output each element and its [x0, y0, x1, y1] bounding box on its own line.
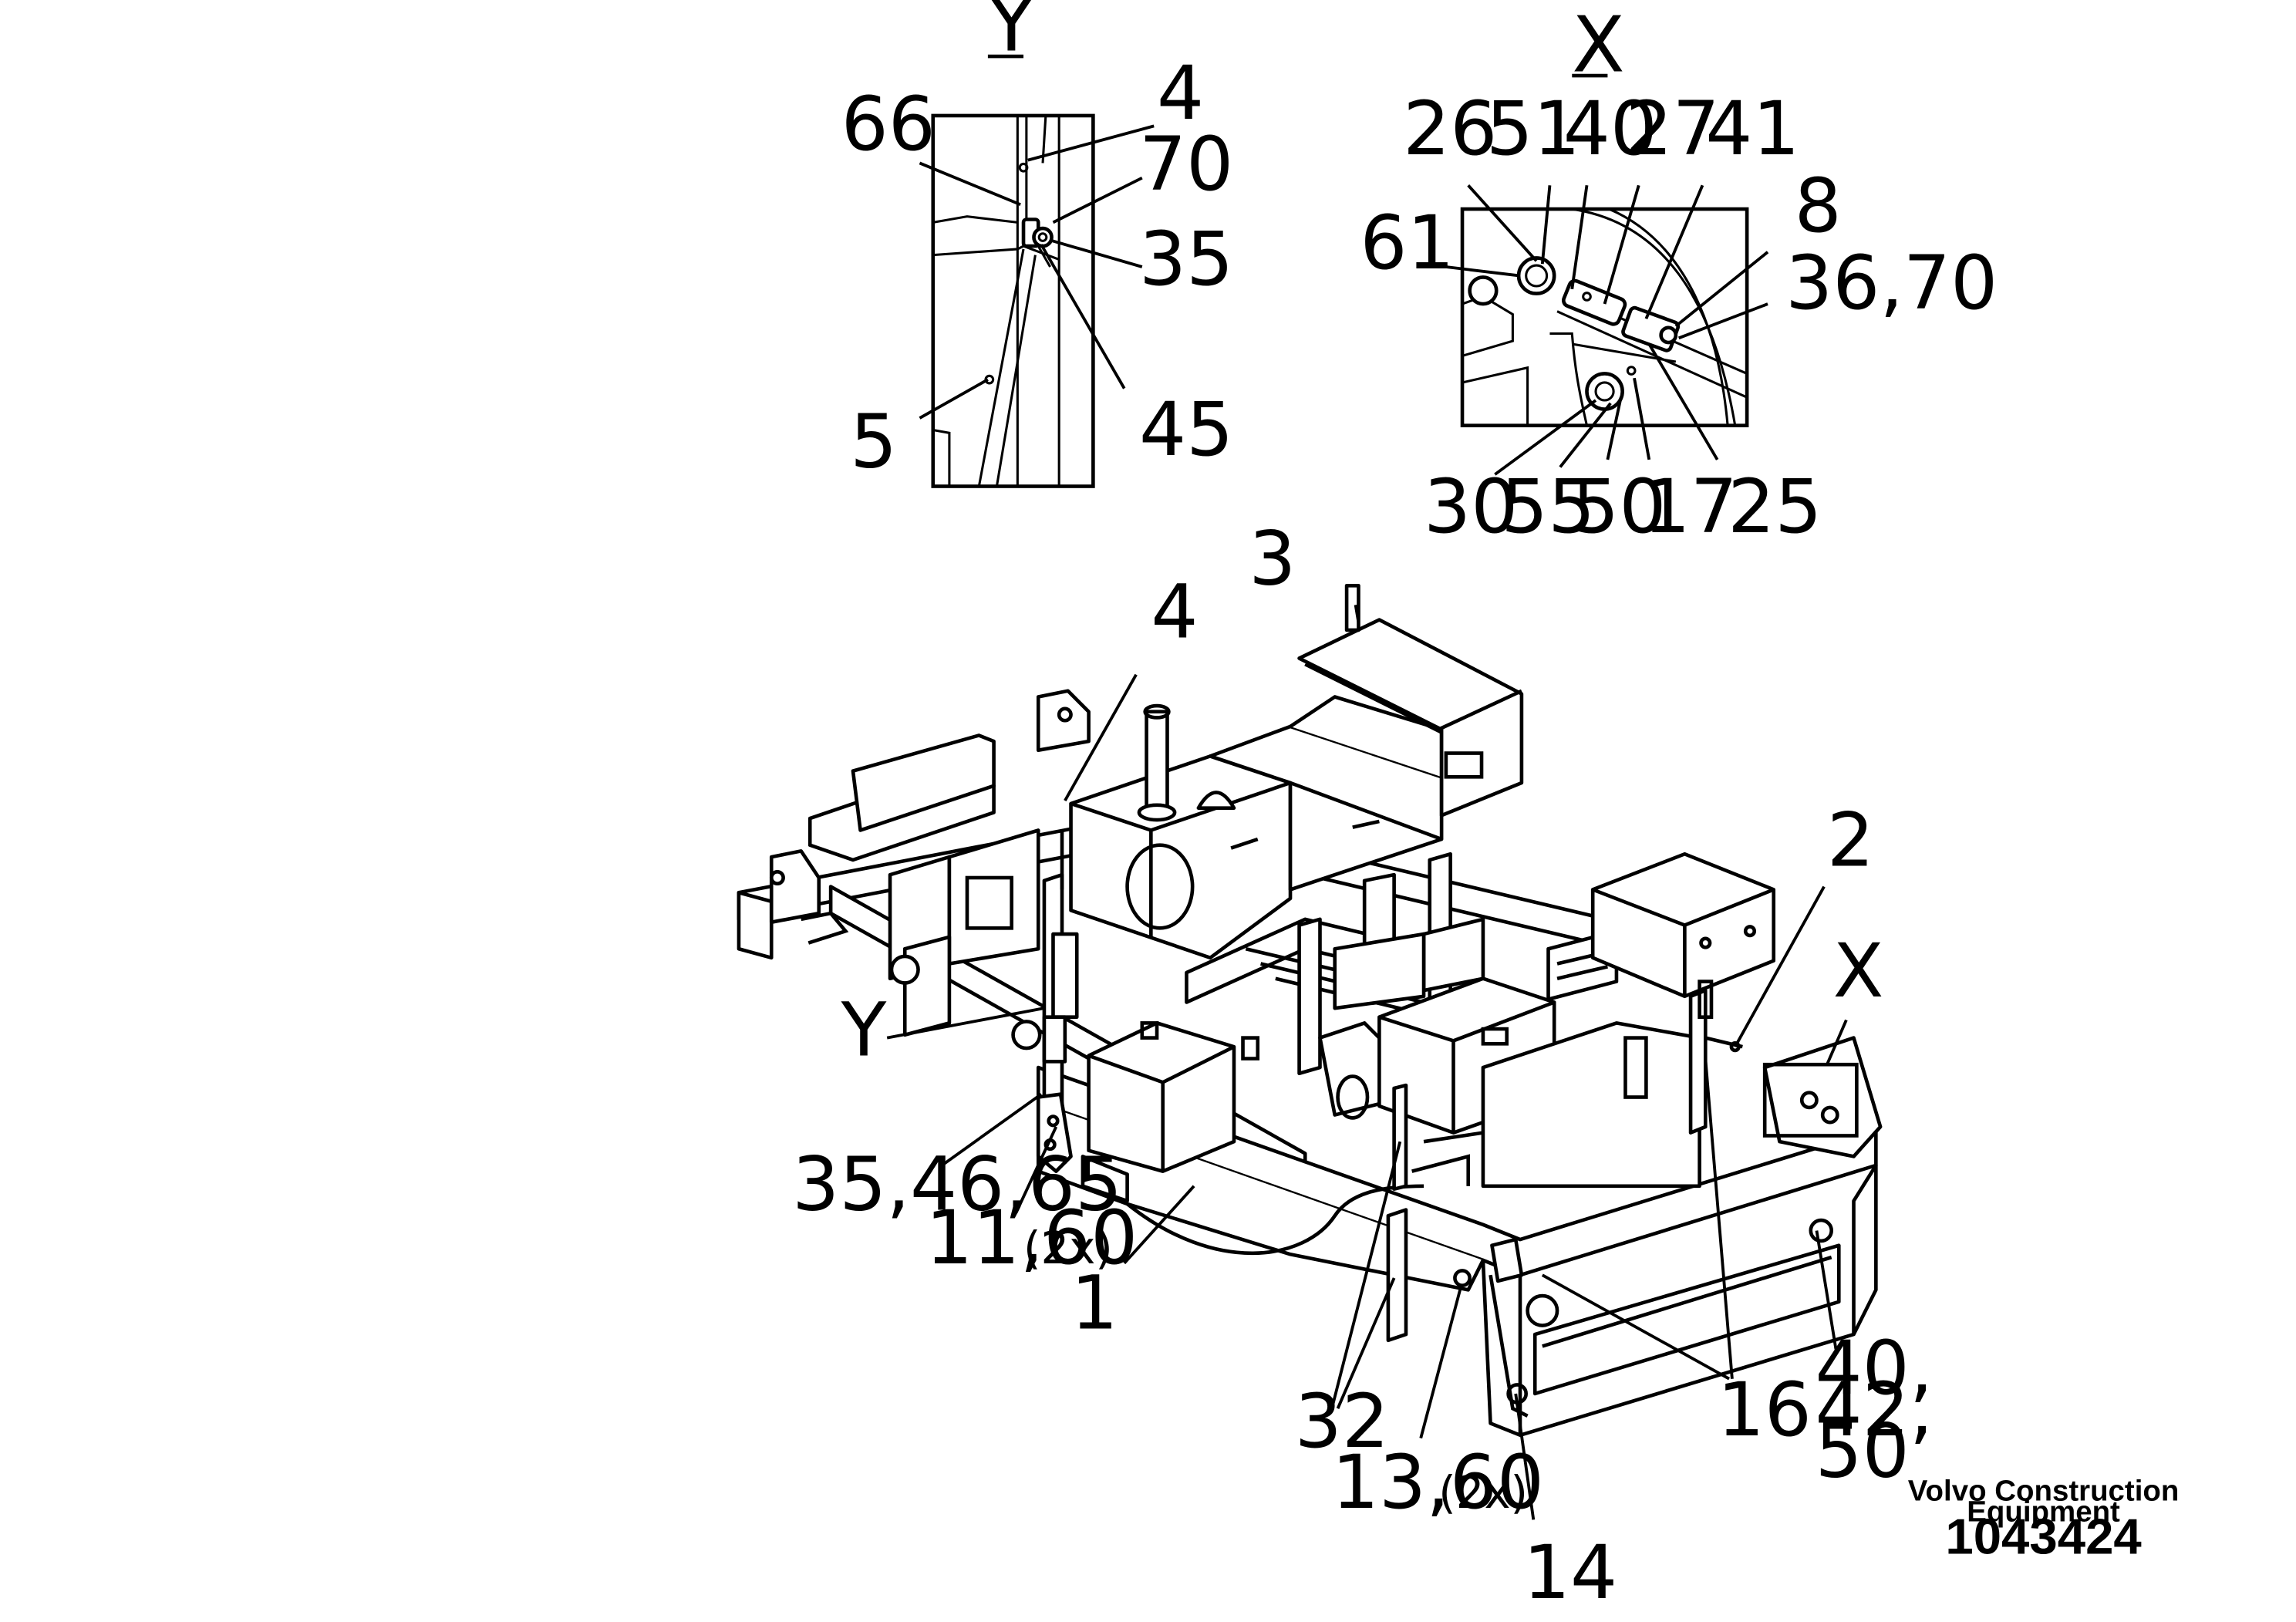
- callout-y-45: 45: [1139, 386, 1233, 473]
- callout-main-x: X: [1833, 928, 1884, 1014]
- callout-x-40: 40: [1563, 86, 1657, 172]
- drawing-number: 1043424: [1945, 1509, 2141, 1565]
- callout-main-1: 1: [1071, 1259, 1118, 1346]
- callout-main-35-46-65: 35,46,65: [792, 1141, 1122, 1228]
- detail-x-marker-frame: [1762, 1062, 1859, 1138]
- callout-x-27: 27: [1625, 86, 1719, 172]
- callout-y-35: 35: [1139, 216, 1233, 302]
- center-cross-members: [1185, 851, 1485, 1076]
- callout-main-4: 4: [1151, 569, 1198, 656]
- callout-main-11-60-qty: (2x): [1023, 1222, 1113, 1274]
- callout-main-y: Y: [841, 987, 887, 1074]
- callout-y-4: 4: [1157, 50, 1204, 137]
- callout-x-26: 26: [1403, 86, 1497, 172]
- callout-main-40: 40,: [1816, 1325, 1934, 1411]
- callout-main-32: 32: [1295, 1378, 1389, 1465]
- callout-x-61: 61: [1360, 200, 1454, 286]
- view-y-title: Y: [987, 0, 1036, 69]
- view-y-leaders: [919, 124, 1155, 420]
- view-y-frame: [931, 113, 1095, 488]
- tank-assembly: [1069, 584, 1524, 960]
- callout-x-51: 51: [1486, 86, 1580, 172]
- main-assembly: 3 4 2 X Y 35,46,65 11,60 (2x) 1 32 13,60…: [737, 515, 1934, 1616]
- callout-main-3: 3: [1249, 515, 1296, 602]
- footer-block: Volvo Construction Equipment 1043424: [1908, 1474, 2180, 1564]
- view-x-leaders: [1445, 184, 1769, 476]
- callout-main-13-60-qty: (2x): [1438, 1466, 1528, 1519]
- callout-main-2: 2: [1827, 798, 1874, 884]
- callout-main-42: 42,: [1816, 1367, 1934, 1453]
- callout-y-66: 66: [841, 81, 936, 167]
- callout-main-11-60: 11,60: [925, 1195, 1138, 1281]
- callout-main-13-60: 13,60: [1332, 1439, 1544, 1526]
- brand-line-2: Equipment: [1967, 1495, 2120, 1528]
- view-x-drawing: [1462, 207, 1748, 427]
- callout-main-14: 14: [1523, 1529, 1617, 1616]
- callout-x-55: 55: [1501, 464, 1595, 550]
- callout-main-50: 50: [1816, 1408, 1910, 1495]
- callout-x-17: 17: [1644, 464, 1738, 550]
- detail-view-y: Y 66 4 70: [841, 0, 1233, 488]
- callout-x-41: 41: [1705, 86, 1799, 172]
- callout-x-25: 25: [1728, 464, 1822, 550]
- right-box: [1590, 851, 1776, 1135]
- callout-y-5: 5: [850, 399, 897, 485]
- callout-main-16: 16: [1718, 1367, 1812, 1453]
- callout-x-8: 8: [1795, 163, 1842, 249]
- detail-view-x: X: [1360, 0, 1998, 550]
- left-upright: [1036, 830, 1129, 1203]
- left-brackets: [769, 689, 1091, 1050]
- brand-line-1: Volvo Construction: [1908, 1474, 2180, 1507]
- lower-boxes: [1087, 929, 1701, 1189]
- view-x-frame: [1460, 207, 1749, 428]
- view-y-drawing: [932, 115, 1060, 487]
- callout-x-36-70: 36,70: [1785, 240, 1998, 326]
- callout-y-70: 70: [1139, 121, 1233, 207]
- right-posts: [1386, 1083, 1839, 1404]
- callout-x-50: 50: [1572, 464, 1666, 550]
- callout-x-30: 30: [1424, 464, 1518, 550]
- main-leaders: [886, 604, 1848, 1520]
